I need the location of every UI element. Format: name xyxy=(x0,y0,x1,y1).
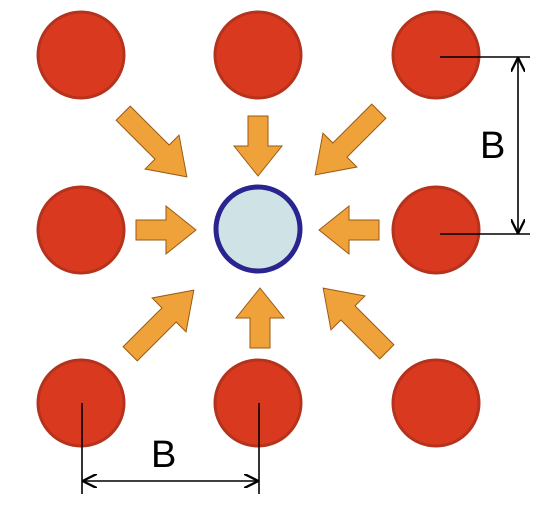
arrow-from-bottom-right xyxy=(322,287,395,360)
outer-circle-middle-right xyxy=(391,185,481,275)
converging-arrows xyxy=(115,103,395,362)
vertical-dimension-label: B xyxy=(480,125,505,167)
arrow-from-top-right xyxy=(314,103,387,176)
arrow-from-bottom-left xyxy=(122,289,195,362)
center-circle xyxy=(213,184,303,274)
outer-circle-top-right xyxy=(391,10,481,100)
arrow-from-top-left xyxy=(115,105,188,178)
outer-circle-bottom-right xyxy=(391,358,481,448)
outer-circle-bottom-left xyxy=(36,358,126,448)
vertical-dimension: B xyxy=(440,56,530,235)
outer-circles xyxy=(36,10,481,448)
outer-circle-top-center xyxy=(213,10,303,100)
horizontal-dimension: B xyxy=(81,403,260,494)
horizontal-dimension-label: B xyxy=(151,434,176,476)
arrow-from-left xyxy=(135,204,197,256)
arrow-from-bottom xyxy=(234,287,286,349)
arrow-from-top xyxy=(232,115,284,177)
outer-circle-middle-left xyxy=(36,185,126,275)
outer-circle-top-left xyxy=(36,10,126,100)
arrow-from-right xyxy=(318,204,380,256)
outer-circle-bottom-center xyxy=(213,358,303,448)
